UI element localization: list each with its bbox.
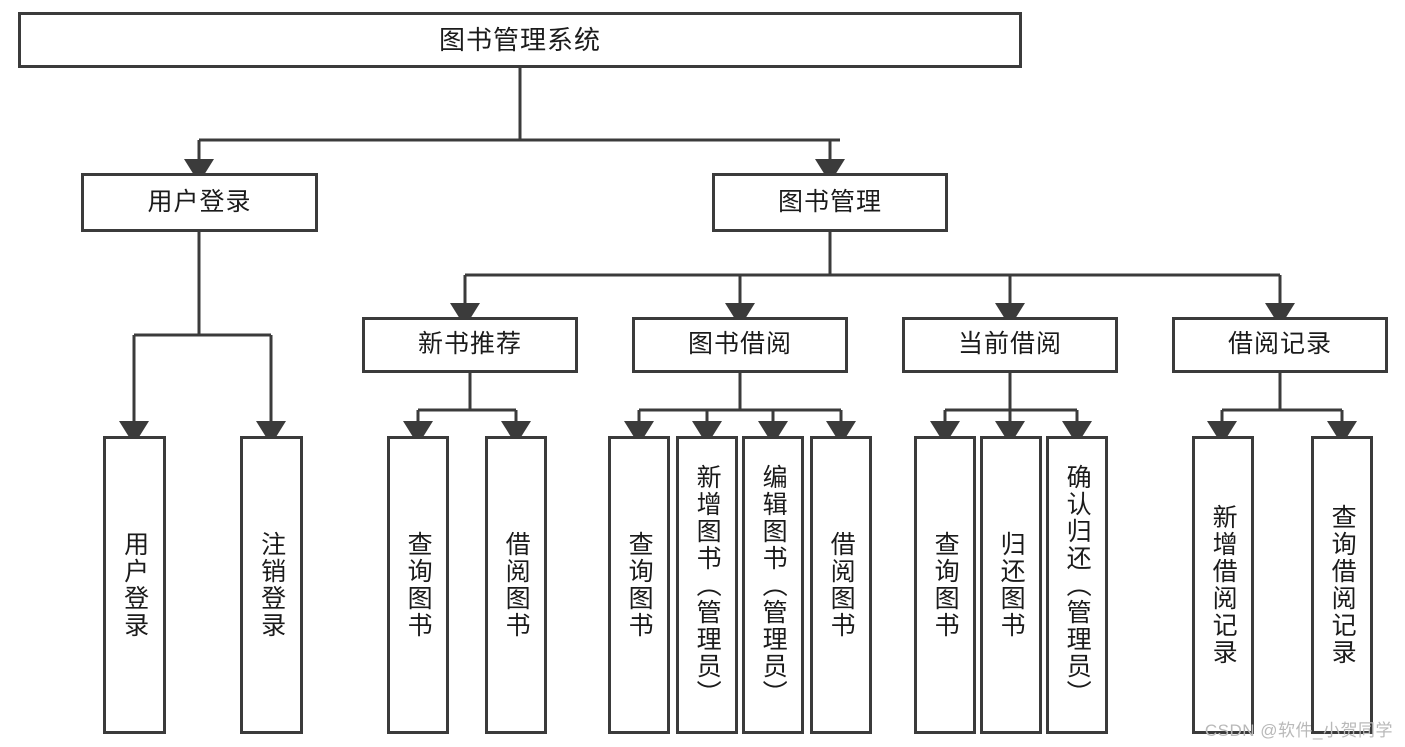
node-label: 新增借阅记录 <box>1209 504 1238 666</box>
leaf-current-confirm-return[interactable]: 确认归还（管理员） <box>1046 436 1108 734</box>
node-label: 用户登录 <box>120 531 149 639</box>
node-root-system[interactable]: 图书管理系统 <box>18 12 1022 68</box>
node-label: 编辑图书（管理员） <box>759 463 788 707</box>
node-label: 确认归还（管理员） <box>1063 463 1092 707</box>
node-label: 用户登录 <box>147 187 252 216</box>
node-label: 借阅图书 <box>827 531 856 639</box>
leaf-record-query[interactable]: 查询借阅记录 <box>1311 436 1373 734</box>
node-user-login[interactable]: 用户登录 <box>81 173 318 232</box>
node-book-borrow[interactable]: 图书借阅 <box>632 317 848 373</box>
node-label: 借阅图书 <box>502 531 531 639</box>
node-label: 新书推荐 <box>417 330 522 359</box>
node-label: 查询图书 <box>625 531 654 639</box>
node-label: 查询图书 <box>931 531 960 639</box>
leaf-borrow-query-book[interactable]: 查询图书 <box>608 436 670 734</box>
leaf-borrow-edit-book[interactable]: 编辑图书（管理员） <box>742 436 804 734</box>
node-label: 归还图书 <box>997 531 1026 639</box>
leaf-record-add[interactable]: 新增借阅记录 <box>1192 436 1254 734</box>
leaf-new-book-borrow[interactable]: 借阅图书 <box>485 436 547 734</box>
node-new-book-recommend[interactable]: 新书推荐 <box>362 317 578 373</box>
node-label: 新增图书（管理员） <box>693 463 722 707</box>
leaf-current-return-book[interactable]: 归还图书 <box>980 436 1042 734</box>
leaf-user-login-logout[interactable]: 注销登录 <box>240 436 303 734</box>
leaf-user-login-login[interactable]: 用户登录 <box>103 436 166 734</box>
leaf-borrow-borrow-book[interactable]: 借阅图书 <box>810 436 872 734</box>
node-label: 查询图书 <box>404 531 433 639</box>
leaf-current-query-book[interactable]: 查询图书 <box>914 436 976 734</box>
node-label: 注销登录 <box>257 531 286 639</box>
leaf-borrow-add-book[interactable]: 新增图书（管理员） <box>676 436 738 734</box>
node-borrow-record[interactable]: 借阅记录 <box>1172 317 1388 373</box>
node-label: 借阅记录 <box>1227 330 1332 359</box>
node-label: 当前借阅 <box>957 330 1062 359</box>
node-label: 图书管理 <box>777 187 882 216</box>
leaf-new-book-query[interactable]: 查询图书 <box>387 436 449 734</box>
csdn-watermark: CSDN @软件_小贺同学 <box>1204 721 1393 740</box>
node-label: 图书借阅 <box>687 330 792 359</box>
node-label: 图书管理系统 <box>438 24 601 55</box>
node-current-borrow[interactable]: 当前借阅 <box>902 317 1118 373</box>
node-label: 查询借阅记录 <box>1328 504 1357 666</box>
node-book-management[interactable]: 图书管理 <box>712 173 948 232</box>
